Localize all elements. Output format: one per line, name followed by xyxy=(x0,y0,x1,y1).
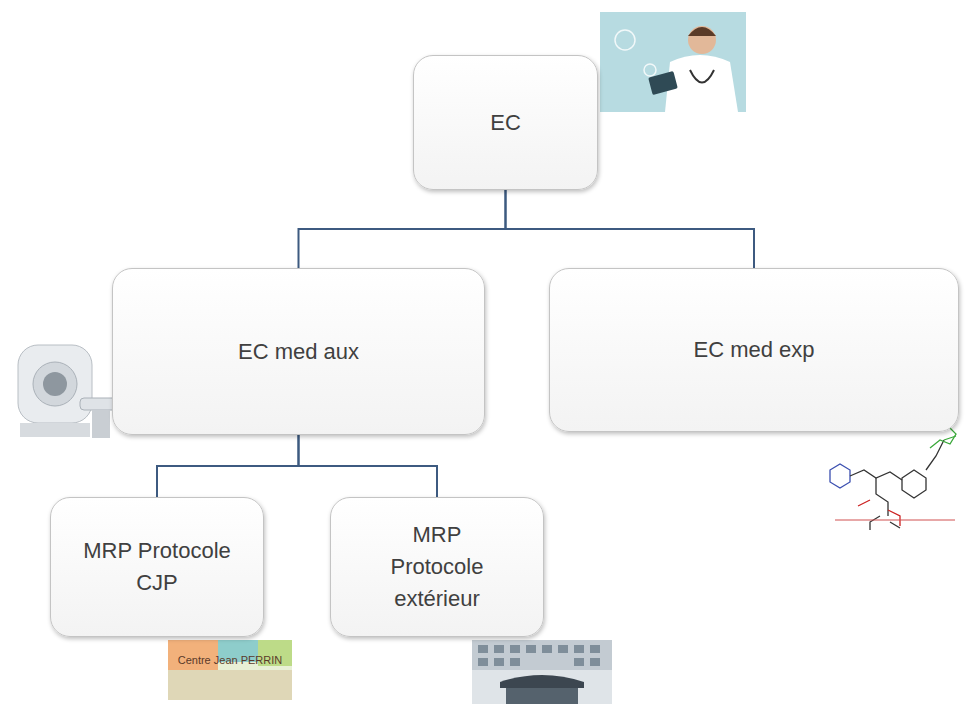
box-label: MRP Protocole CJP xyxy=(82,535,232,599)
tree-connector xyxy=(506,190,755,268)
box-label: MRP Protocole extérieur xyxy=(372,519,502,615)
process-box: EC med exp xyxy=(549,268,959,432)
tree-connector xyxy=(299,435,438,497)
hospital-photo xyxy=(472,640,612,704)
process-box: EC xyxy=(413,55,598,190)
tree-connector xyxy=(157,435,299,497)
box-label: EC xyxy=(490,107,521,139)
box-label: EC med exp xyxy=(693,334,814,366)
process-box: EC med aux xyxy=(112,268,485,435)
tree-connector xyxy=(299,190,506,268)
process-box: MRP Protocole extérieur xyxy=(330,497,544,637)
logo-image xyxy=(168,640,292,700)
box-label: EC med aux xyxy=(238,336,359,368)
doctor-photo xyxy=(600,12,746,112)
logo-text: Centre Jean PERRIN xyxy=(176,654,284,666)
process-box: MRP Protocole CJP xyxy=(50,497,264,637)
